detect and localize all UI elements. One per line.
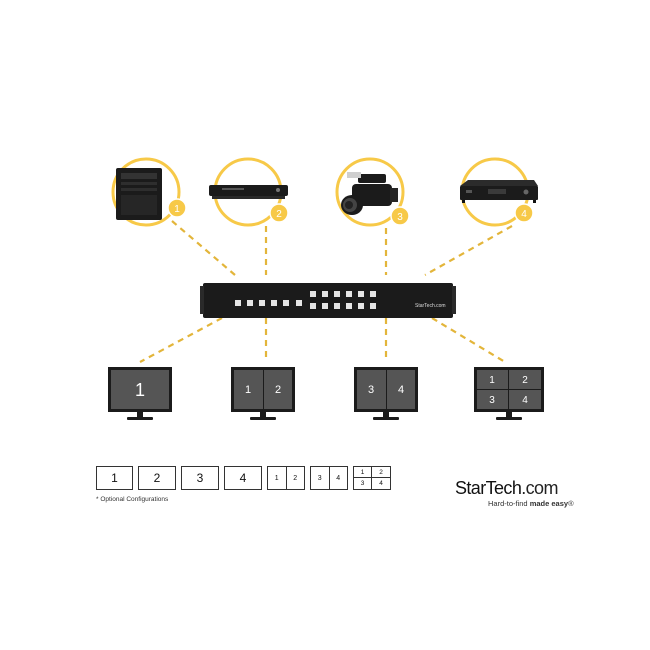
monitor-3-left-label: 3 [368,384,374,396]
monitor-2-right-label: 2 [275,384,281,396]
monitor-2-left-label: 1 [245,384,251,396]
connection-line-source-1 [171,220,236,276]
monitor-4-label-2: 2 [522,375,528,386]
brand-name: StarTech [455,478,522,498]
config-single-3-label: 3 [196,471,204,485]
config-split-1-2-left: 1 [274,474,279,482]
blu-ray-player-icon [209,185,288,196]
config-single-1-label: 1 [111,471,118,485]
brand-tagline: Hard-to-find made easy® [488,499,574,508]
monitor-4-label-3: 3 [489,395,495,406]
source-desktop-computer: 1 [111,157,187,227]
tagline-suffix: ® [568,499,574,508]
config-split-1-2: 1 2 [267,466,305,490]
source-badge-3 [390,206,410,226]
config-split-1-2-right: 2 [285,467,305,489]
config-quad-4: 4 [379,480,383,487]
config-single-4-label: 4 [239,471,247,485]
optional-configurations-note: * Optional Configurations [96,496,169,503]
monitor-single-view: 1 [108,367,172,420]
source-badge-1 [167,198,187,218]
switcher-brand-text: StarTech.com [415,303,446,309]
connection-line-monitor-4 [431,317,506,363]
source-video-camera: 3 [335,157,410,227]
monitor-4-label-4: 4 [522,395,528,406]
source-number-4: 4 [521,209,527,220]
config-quad: 1 2 3 4 [353,466,391,490]
video-camera-icon [341,172,398,215]
video-switcher: StarTech.com [200,283,456,318]
config-split-3-4-left: 3 [317,474,322,482]
source-number-1: 1 [174,204,180,215]
source-badge-4 [514,203,534,223]
source-connections [171,220,513,276]
set-top-box-icon [460,180,538,203]
tagline-bold: made easy [529,499,569,508]
tagline-prefix: Hard-to-find [488,499,530,508]
config-single-4: 4 [224,466,262,490]
config-single-2-label: 2 [153,471,161,485]
source-number-3: 3 [397,212,403,223]
config-quad-1: 1 [354,467,372,478]
brand-suffix: .com [521,478,558,498]
config-single-3: 3 [181,466,219,490]
config-single-2: 2 [138,466,176,490]
config-split-3-4-right: 4 [328,467,348,489]
config-split-3-4: 3 4 [310,466,348,490]
output-connections [139,317,506,363]
connection-line-source-4 [424,225,513,276]
brand-logo: StarTech.com [455,478,558,499]
switcher-buttons [235,291,376,309]
monitor-4-label-1: 1 [489,375,495,386]
config-quad-3: 3 [354,478,372,489]
monitor-3-right-label: 4 [398,384,404,396]
monitor-1-label: 1 [135,380,145,400]
config-single-1: 1 [96,466,133,490]
monitor-quad-view: 1 2 3 4 [474,367,544,420]
source-set-top-box: 4 [460,157,538,227]
monitor-split-view-1-2: 1 2 [231,367,295,420]
source-number-2: 2 [276,209,282,220]
source-badge-2 [269,203,289,223]
config-quad-2: 2 [372,467,390,478]
monitor-split-view-3-4: 3 4 [354,367,418,420]
source-blu-ray-player: 2 [209,157,289,227]
connection-line-monitor-1 [139,317,223,363]
